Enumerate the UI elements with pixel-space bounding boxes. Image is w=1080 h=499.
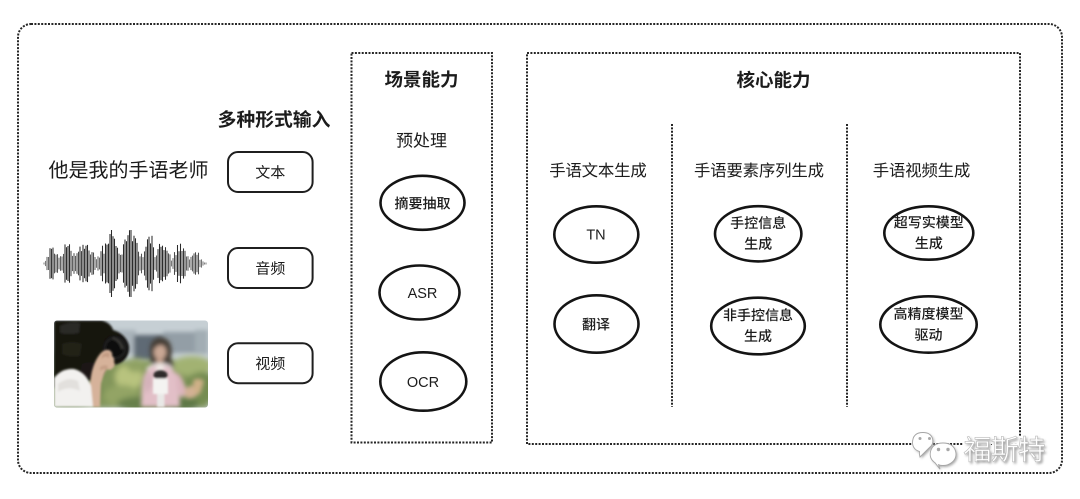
svg-text:TN: TN bbox=[586, 228, 605, 244]
svg-text:OCR: OCR bbox=[407, 375, 439, 391]
svg-text:ASR: ASR bbox=[408, 286, 438, 302]
